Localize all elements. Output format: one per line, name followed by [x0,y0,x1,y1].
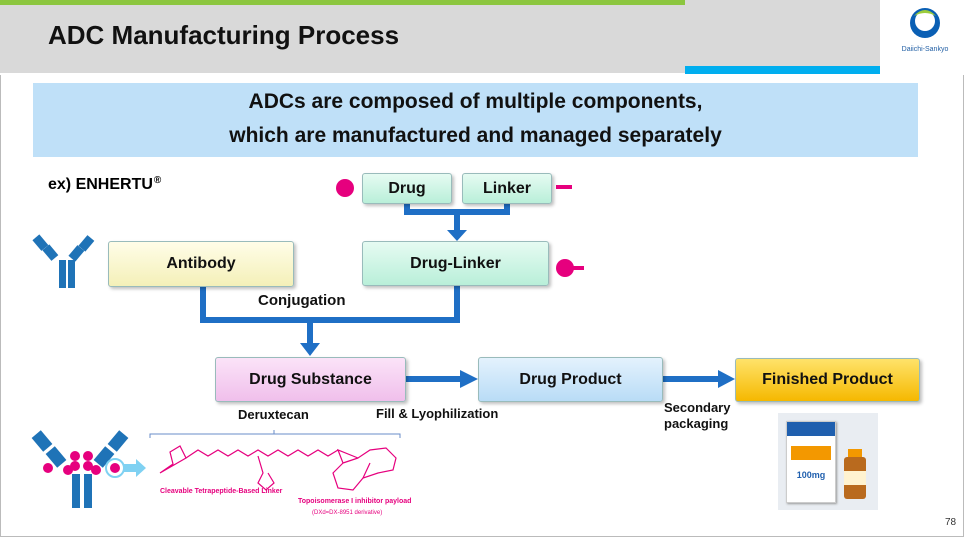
logo-text: Daiichi-Sankyo [901,46,949,53]
linker-caption: Cleavable Tetrapeptide-Based Linker [160,488,283,495]
product-photo: 100mg [778,413,878,510]
carton-label: 100mg [796,470,826,480]
banner-line-1: ADCs are composed of multiple components… [248,90,703,113]
drug-linker-box: Drug-Linker [362,241,549,286]
product-carton: 100mg [786,421,836,503]
example-label: ex) ENHERTU® [48,175,162,193]
deruxtecan-structure: Cleavable Tetrapeptide-Based Linker Topo… [148,428,412,523]
adc-antibody-icon [31,430,146,508]
antibody-icon [32,234,95,288]
chemical-structure-drawing [149,430,401,491]
finished-product-box: Finished Product [735,358,920,402]
header-bar [0,0,880,73]
conjugation-label: Conjugation [258,292,346,309]
registered-mark: ® [153,175,162,186]
linker-box: Linker [462,173,552,204]
drug-product-box: Drug Product [478,357,663,402]
summary-banner: ADCs are composed of multiple components… [33,83,918,157]
product-vial [844,449,866,499]
antibody-box: Antibody [108,241,294,287]
payload-caption: Topoisomerase I inhibitor payload [298,498,412,505]
drug-box: Drug [362,173,452,204]
payload-subcaption: (DXd=DX-8951 derivative) [312,510,383,516]
drug-substance-box: Drug Substance [215,357,406,402]
logo-icon [910,8,940,38]
header-accent-green [0,0,685,5]
page-title: ADC Manufacturing Process [48,20,400,50]
fill-lyophilization-label: Fill & Lyophilization [376,406,499,421]
header-accent-cyan [685,66,880,74]
company-logo: Daiichi-Sankyo [895,6,955,54]
banner-line-2: which are manufactured and managed separ… [229,124,722,147]
page-number: 78 [945,517,957,528]
deruxtecan-label: Deruxtecan [238,407,309,422]
